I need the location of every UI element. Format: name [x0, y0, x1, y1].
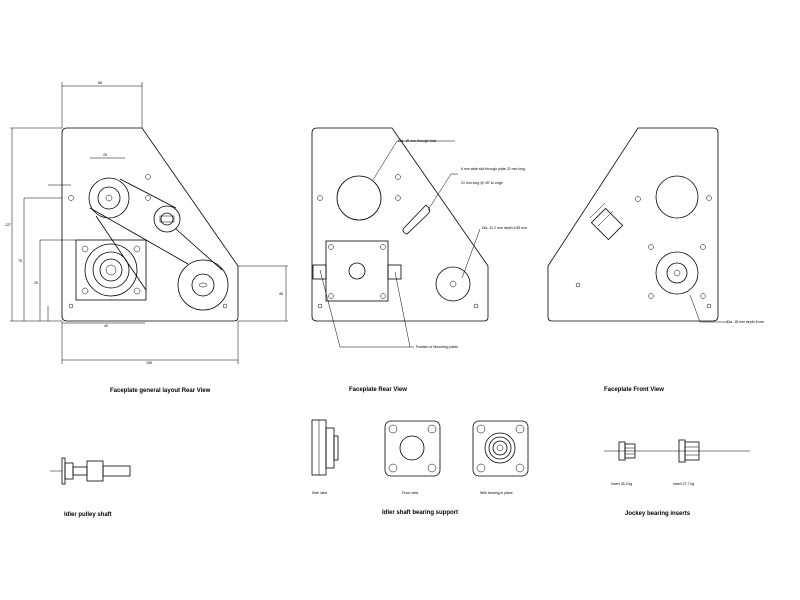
output-pulley-hub [191, 273, 215, 297]
faceplate-outline [61, 127, 239, 322]
note-hole-15: Dia. 15 mm through hole [398, 139, 436, 143]
caption-rear-view: Faceplate Rear View [349, 387, 407, 393]
front-lower-bore [655, 251, 699, 295]
front-plate-outline [547, 127, 719, 322]
rear-plate-outline [311, 127, 489, 322]
mount-tab-right [387, 264, 402, 280]
output-pulley-bore [198, 282, 208, 288]
through-hole-15 [336, 175, 382, 221]
jockey-right-label: Insert 27.7 kg [673, 482, 694, 486]
bearing-race [92, 251, 130, 289]
support-front-view [384, 420, 441, 477]
shaft-rod [102, 465, 131, 477]
front-lower-center [673, 269, 681, 277]
faceplate-front-view: Dia. 18 mm depth 8 mm Faceplate Front Vi… [547, 127, 764, 393]
bearing-block [75, 239, 147, 301]
idler-pulley-hub [160, 212, 174, 226]
drive-pulley-hub [97, 186, 121, 210]
note-slot-angle: 21 mm long @ 45° to edge [461, 181, 503, 185]
dim-bottom-small: 49 [104, 324, 108, 328]
front-slot-cutout [589, 202, 624, 241]
rear-holes [317, 174, 479, 309]
dim-left-outer: 127 [5, 223, 11, 227]
rear-bearing-block [325, 240, 389, 302]
note-dia-22: Dia. 22.2 mm depth 6.55 mm [482, 226, 527, 230]
support-with-bearing-view [472, 420, 529, 477]
jockey-insert-right [678, 439, 700, 463]
note-slot: 6 mm wide slot through plate 22 mm long [461, 167, 525, 171]
leader-lines [319, 140, 481, 348]
caption-idler-shaft: Idler pulley shaft [64, 512, 112, 518]
faceplate-rear-view: Dia. 15 mm through hole 6 mm wide slot t… [311, 127, 527, 393]
shaft-hub [86, 460, 104, 482]
drive-pulley-bore [105, 194, 113, 202]
drive-belt [89, 178, 223, 291]
jockey-insert-left [618, 441, 636, 461]
angled-slot [402, 204, 430, 235]
counterbore-22 [435, 266, 471, 302]
rear-block-bore [348, 262, 366, 280]
dimension-lines [10, 82, 288, 364]
idler-pulley-shaft-view: Idler pulley shaft [50, 457, 131, 518]
support-front-label: Front view [402, 491, 419, 495]
note-dia-18: Dia. 18 mm depth 8 mm [727, 320, 764, 324]
front-holes [575, 195, 712, 309]
caption-bearing-support: Idler shaft bearing support [382, 510, 458, 516]
bearing-bore [105, 264, 117, 276]
front-lower-hub [666, 262, 688, 284]
bearing-inner-ring [99, 258, 123, 282]
bearing-support-views: Side view Front view With bearing in pla… [311, 419, 529, 516]
caption-front-view: Faceplate Front View [604, 387, 664, 393]
dim-left-small: 25 [34, 281, 38, 285]
idler-pulley [153, 205, 181, 233]
front-upper-bore [655, 175, 699, 219]
caption-jockey-inserts: Jockey bearing inserts [625, 511, 691, 517]
mount-tab-left [312, 264, 327, 280]
support-side-view [311, 419, 339, 476]
mounting-holes [68, 174, 228, 309]
dim-left-mid: 75 [18, 259, 22, 263]
shaft-neck [72, 466, 88, 476]
dim-inner: 25 [103, 153, 107, 157]
support-bearing-label: With bearing in place [480, 491, 513, 495]
dim-top: 88 [98, 81, 102, 85]
caption-general-layout: Faceplate general layout Rear View [110, 388, 211, 394]
faceplate-general-layout-view: 88 25 127 75 25 49 155 48 Faceplate gene… [5, 81, 288, 394]
idler-pulley-key [159, 215, 175, 223]
dim-right: 48 [279, 292, 283, 296]
shaft-collar [64, 462, 74, 480]
front-leader [689, 294, 728, 323]
note-mounting: Position of Mounting points [416, 345, 458, 349]
dim-bottom-total: 155 [146, 361, 152, 365]
jockey-left-label: Insert 28.3 kg [611, 482, 632, 486]
output-pulley [177, 259, 229, 311]
drive-pulley [88, 177, 130, 219]
shaft-flange [61, 457, 66, 485]
support-side-label: Side view [312, 491, 327, 495]
bearing-outer-ring [84, 243, 138, 297]
counterbore-22-center [449, 280, 457, 288]
jockey-bearing-inserts-view: Insert 28.3 kg Insert 27.7 kg Jockey bea… [604, 439, 750, 517]
